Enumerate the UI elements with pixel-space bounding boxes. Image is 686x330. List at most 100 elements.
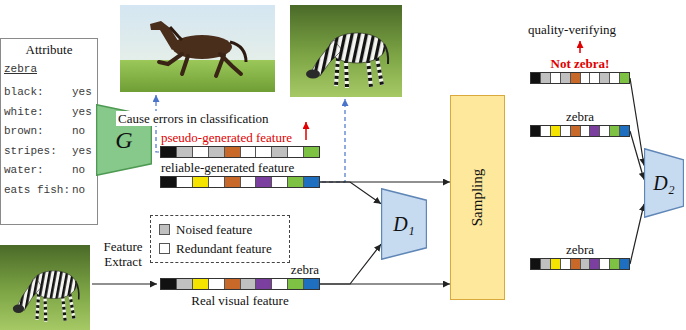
feature-cell <box>561 259 571 269</box>
feature-cell <box>225 147 241 157</box>
attribute-name: brown: <box>4 122 72 142</box>
feature-caption: pseudo-generated feature <box>161 131 292 145</box>
feature-cell <box>620 73 629 83</box>
connector <box>630 204 644 264</box>
sampling-box: Sampling <box>450 95 505 300</box>
feature-cell <box>571 259 581 269</box>
feature-vector: reliable-generated feature <box>160 176 320 188</box>
feature-cell <box>161 147 177 157</box>
feature-cell <box>272 147 288 157</box>
feature-cell <box>256 147 272 157</box>
attribute-table: black:yeswhite:yesbrown:nostripes:yeswat… <box>4 83 94 200</box>
feature-cell <box>225 177 241 187</box>
feature-cell <box>209 279 225 289</box>
feature-cell <box>571 126 581 136</box>
connector <box>320 244 381 284</box>
box-title: Attribute <box>4 42 94 58</box>
attribute-name: eats fish: <box>4 181 72 201</box>
feature-cell <box>531 259 541 269</box>
feature-caption: Real visual feature <box>191 294 288 308</box>
feature-cell <box>256 177 272 187</box>
feature-cell <box>581 126 591 136</box>
trapezoid-shape <box>644 149 683 218</box>
feature-cell <box>288 177 304 187</box>
feature-cell <box>241 279 257 289</box>
connector <box>630 131 644 180</box>
feature-cell <box>288 147 304 157</box>
legend-text: Redundant feature <box>176 241 272 257</box>
feature-cell <box>531 126 541 136</box>
attribute-value: yes <box>72 142 94 162</box>
feature-cell <box>620 126 629 136</box>
feature-cell <box>177 177 193 187</box>
feature-cell <box>561 73 571 83</box>
feature-cell <box>610 126 620 136</box>
feature-cell <box>620 259 629 269</box>
feature-cell <box>590 259 600 269</box>
feature-cell <box>241 147 257 157</box>
annotation: quality-verifying <box>528 22 616 37</box>
feature-cell <box>304 279 319 289</box>
legend-row: Redundant feature <box>159 239 283 258</box>
feature-caption: zebra <box>291 263 319 277</box>
feature-vector: zebra <box>530 258 630 270</box>
block-label: D₂ <box>653 172 674 195</box>
feature-vector: zebraReal visual feature <box>160 278 320 290</box>
block-label: D₁ <box>393 213 414 236</box>
attribute-value: no <box>72 161 94 181</box>
discriminator-block: D₁ <box>381 188 427 260</box>
connector <box>320 182 381 204</box>
legend-swatch <box>159 224 170 235</box>
attribute-value: no <box>72 122 94 142</box>
feature-cell <box>304 177 319 187</box>
feature-cell <box>193 147 209 157</box>
attribute-name: water: <box>4 161 72 181</box>
feature-cell <box>600 126 610 136</box>
attribute-value: no <box>72 181 94 201</box>
connector <box>630 78 644 166</box>
feature-cell <box>161 279 177 289</box>
annotation: Cause errors in classification <box>116 111 271 126</box>
legend-row: Noised feature <box>159 220 283 239</box>
feature-cell <box>272 177 288 187</box>
block-label: Sampling <box>469 169 486 227</box>
attribute-name: white: <box>4 103 72 123</box>
attribute-value: yes <box>72 103 94 123</box>
feature-cell <box>590 126 600 136</box>
attribute-value: yes <box>72 83 94 103</box>
feature-cell <box>177 279 193 289</box>
feature-cell <box>209 177 225 187</box>
trapezoid-shape <box>381 189 426 260</box>
feature-cell <box>241 177 257 187</box>
discriminator-block: D₂ <box>644 148 684 218</box>
feature-cell <box>304 147 319 157</box>
annotation: Feature Extract <box>92 239 154 269</box>
feature-cell <box>551 126 561 136</box>
feature-cell <box>531 73 541 83</box>
feature-cell <box>571 73 581 83</box>
feature-vector: zebra <box>530 125 630 137</box>
feature-cell <box>610 73 620 83</box>
class-name: zebra <box>4 61 94 77</box>
feature-cell <box>581 73 591 83</box>
feature-cell <box>209 147 225 157</box>
legend-box: Noised featureRedundant feature <box>150 215 290 263</box>
feature-cell <box>541 259 551 269</box>
feature-cell <box>610 259 620 269</box>
feature-vector: pseudo-generated feature <box>160 146 320 158</box>
feature-cell <box>541 73 551 83</box>
feature-cell <box>600 259 610 269</box>
legend-swatch <box>159 243 170 254</box>
feature-cell <box>541 126 551 136</box>
feature-caption: zebra <box>566 243 594 257</box>
feature-cell <box>561 126 571 136</box>
feature-cell <box>177 147 193 157</box>
feature-cell <box>193 279 209 289</box>
feature-cell <box>551 73 561 83</box>
feature-cell <box>600 73 610 83</box>
legend-text: Noised feature <box>176 222 252 238</box>
attribute-name: stripes: <box>4 142 72 162</box>
attribute-box: Attribute zebra black:yeswhite:yesbrown:no… <box>0 38 98 225</box>
feature-cell <box>193 177 209 187</box>
